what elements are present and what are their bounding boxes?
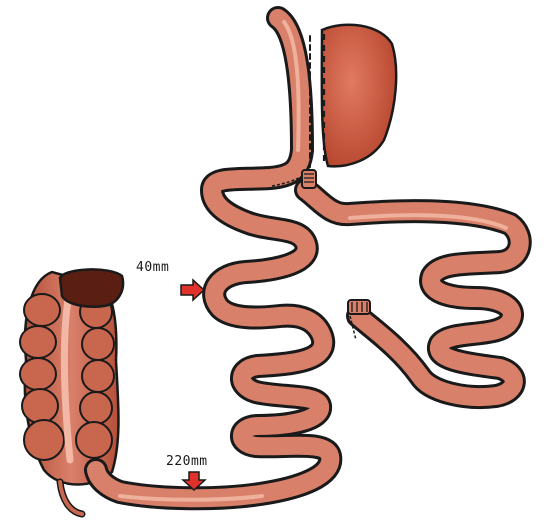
- haustra-segment: [20, 326, 56, 358]
- stomach: [322, 25, 396, 167]
- measurement-label-40mm: 40mm: [136, 260, 169, 275]
- haustra-segment: [22, 389, 58, 423]
- alimentary-limb: [96, 18, 330, 498]
- stomach-body: [322, 25, 396, 167]
- haustra-segment: [24, 294, 60, 326]
- haustra-segment: [76, 422, 112, 458]
- haustra-segment: [82, 360, 114, 392]
- haustra-segment: [24, 420, 64, 460]
- measurement-label-220mm: 220mm: [166, 454, 208, 469]
- haustra-segment: [80, 392, 112, 424]
- haustra-segment: [20, 358, 56, 390]
- haustra-segment: [82, 328, 114, 360]
- red-arrow-icon: [181, 280, 204, 300]
- small-bowel: [96, 18, 520, 500]
- cecum-cap: [60, 269, 123, 306]
